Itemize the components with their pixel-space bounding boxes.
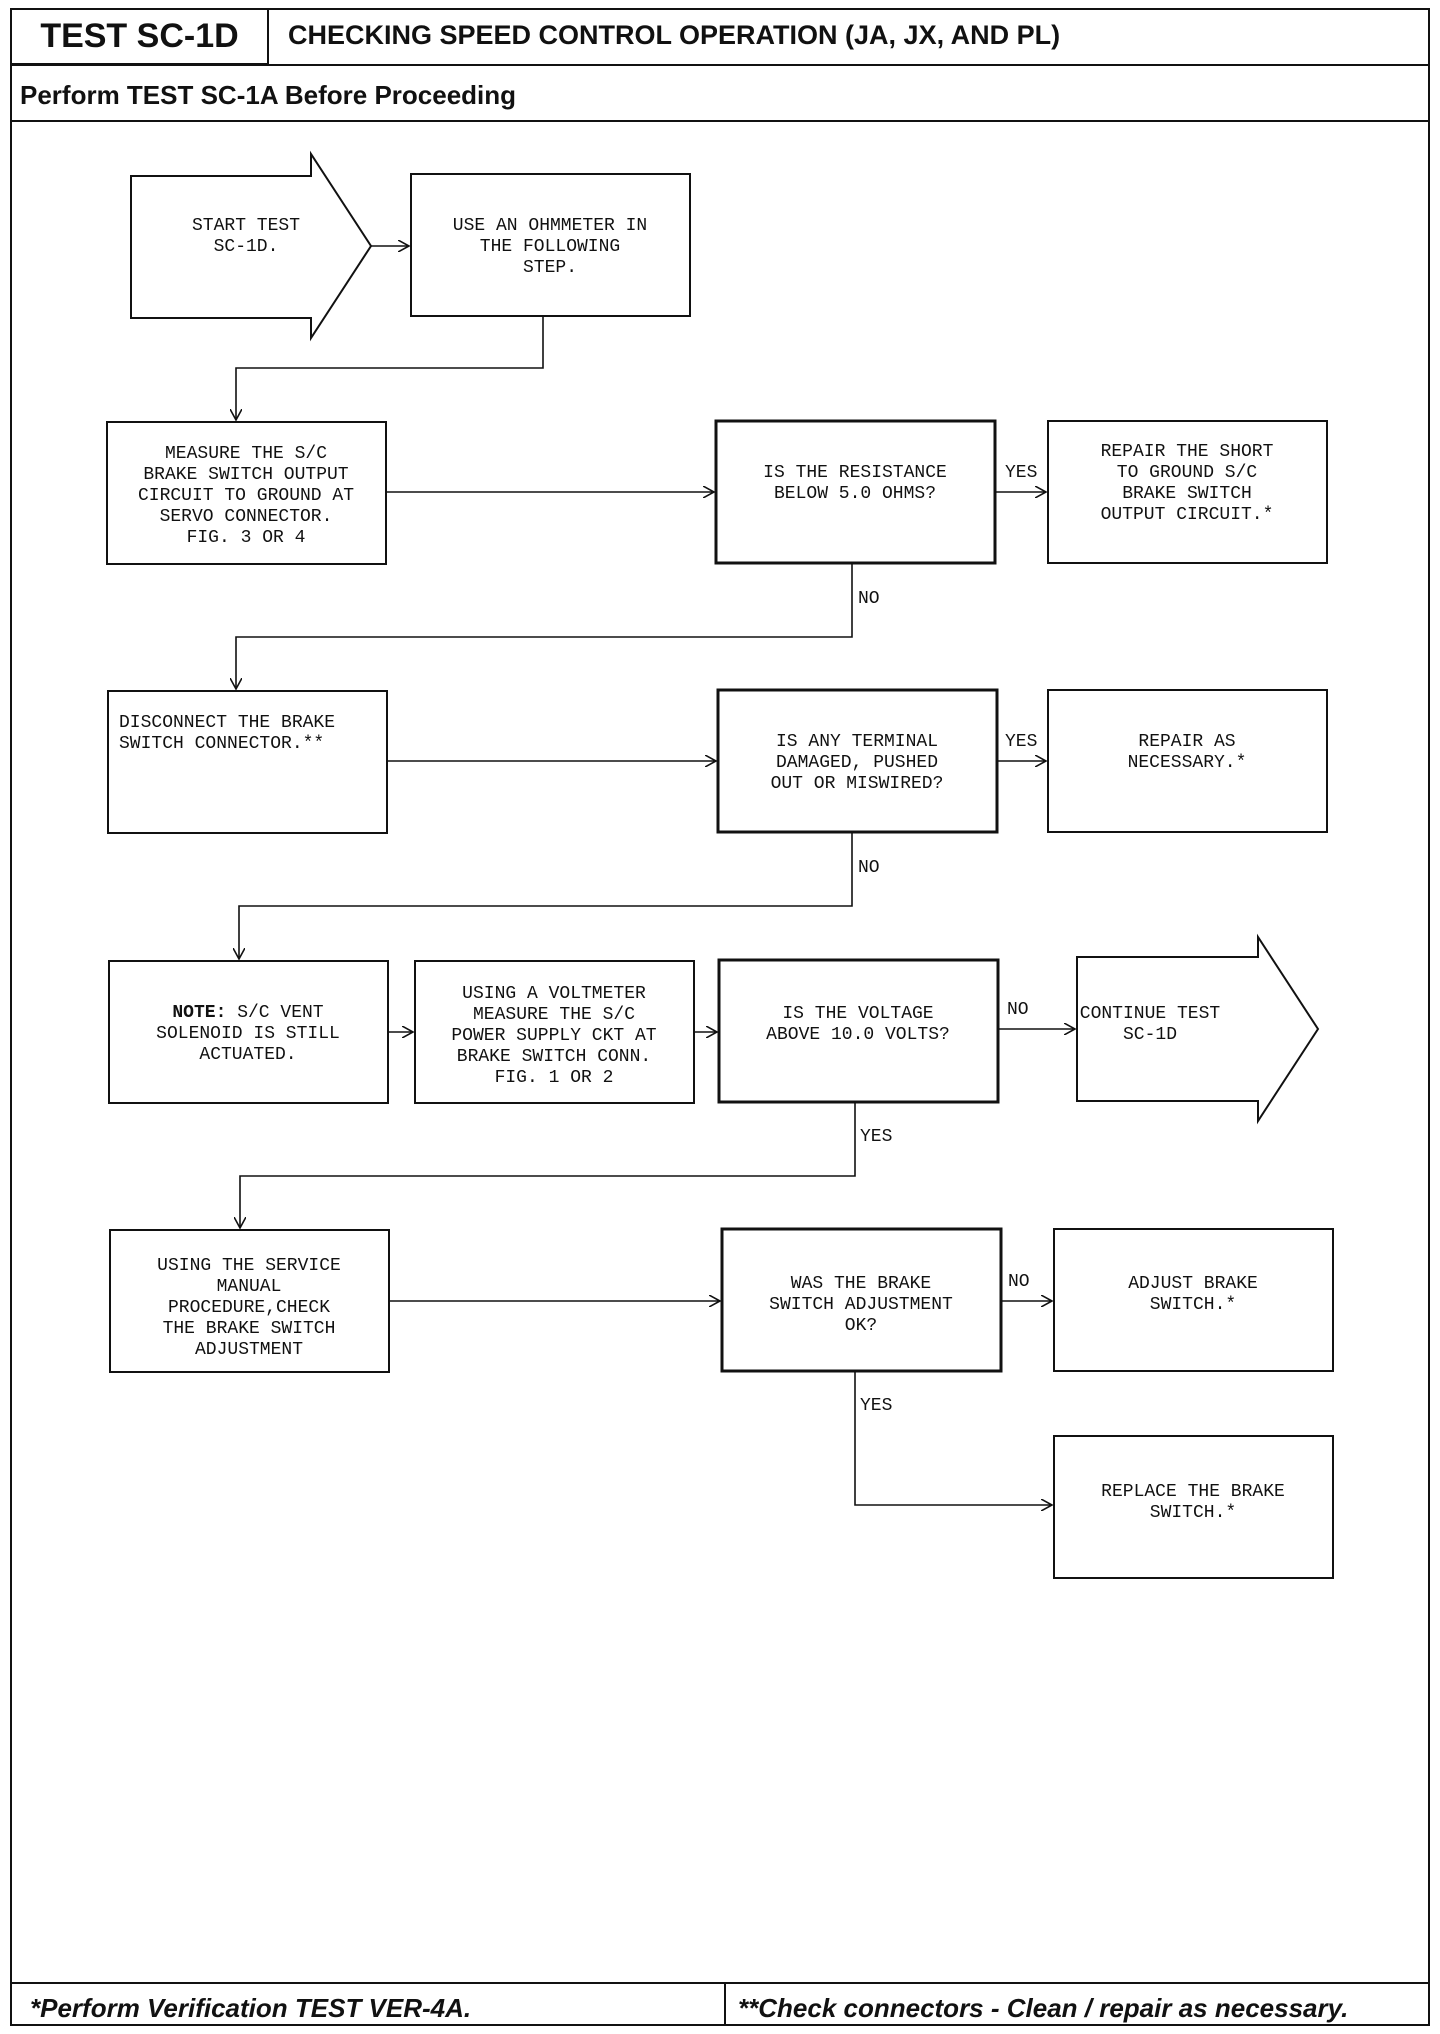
label-yes-adjustment: YES	[860, 1396, 892, 1416]
edge-q-adjustment-yes	[854, 1371, 1052, 1505]
adjust-switch-box	[1053, 1228, 1334, 1372]
use-voltmeter-text-line: USING A VOLTMETER	[462, 984, 646, 1004]
disconnect-box	[107, 690, 388, 834]
note-text-line: NOTE: S/C VENT	[172, 1003, 323, 1023]
service-manual-text-line: PROCEDURE,CHECK	[168, 1298, 330, 1318]
service-manual-text-line: THE BRAKE SWITCH	[163, 1319, 336, 1339]
page-frame	[10, 8, 1430, 2026]
label-yes-terminal: YES	[1005, 732, 1037, 752]
q-adjustment-text-line: WAS THE BRAKE	[791, 1274, 931, 1294]
replace-switch-box	[1053, 1435, 1334, 1579]
q-adjustment-text-line: OK?	[845, 1316, 877, 1336]
label-yes-resistance: YES	[1005, 463, 1037, 483]
test-title: CHECKING SPEED CONTROL OPERATION (JA, JX…	[288, 20, 1061, 50]
note-label: NOTE:	[172, 1003, 226, 1023]
q-resistance-text-line: BELOW 5.0 OHMS?	[774, 484, 936, 504]
q-voltage-box	[717, 958, 1000, 1104]
label-no-terminal: NO	[858, 858, 880, 878]
start-text-line: SC-1D.	[214, 237, 279, 257]
label-no-adjustment: NO	[1008, 1272, 1030, 1292]
start-arrow-shape	[130, 150, 373, 342]
use-ohmmeter-text-line: USE AN OHMMETER IN	[453, 216, 647, 236]
service-manual-text-line: USING THE SERVICE	[157, 1256, 341, 1276]
use-ohmmeter-text-line: STEP.	[523, 258, 577, 278]
repair-short-text-line: BRAKE SWITCH	[1122, 484, 1252, 504]
use-voltmeter-text-line: POWER SUPPLY CKT AT	[451, 1026, 656, 1046]
repair-necessary-text-line: REPAIR AS	[1138, 732, 1235, 752]
label-no-voltage: NO	[1007, 1000, 1029, 1020]
repair-necessary-text-line: NECESSARY.*	[1128, 753, 1247, 773]
adjust-switch-text-line: SWITCH.*	[1150, 1295, 1236, 1315]
repair-necessary-box	[1047, 689, 1328, 833]
use-voltmeter-text-line: BRAKE SWITCH CONN.	[457, 1047, 651, 1067]
continue-arrow-shape	[1076, 933, 1320, 1125]
q-adjustment-text-line: SWITCH ADJUSTMENT	[769, 1295, 953, 1315]
q-terminal-text-line: IS ANY TERMINAL	[776, 732, 938, 752]
disconnect-text-line: SWITCH CONNECTOR.**	[119, 734, 324, 754]
service-manual-text-line: MANUAL	[217, 1277, 282, 1297]
measure-circuit-text-line: CIRCUIT TO GROUND AT	[138, 486, 354, 506]
measure-circuit-text-line: MEASURE THE S/C	[165, 444, 327, 464]
adjust-switch-text-line: ADJUST BRAKE	[1128, 1274, 1258, 1294]
use-ohmmeter-text-line: THE FOLLOWING	[480, 237, 620, 257]
continue-text-line: SC-1D	[1123, 1025, 1177, 1045]
q-voltage-text-line: ABOVE 10.0 VOLTS?	[766, 1025, 950, 1045]
edge-ohmmeter-to-measure	[236, 316, 544, 420]
start-text-line: START TEST	[192, 216, 300, 236]
repair-short-text-line: OUTPUT CIRCUIT.*	[1101, 505, 1274, 525]
prerequisite-note: Perform TEST SC-1A Before Proceeding	[20, 80, 517, 110]
footer-divider	[10, 1982, 1430, 1984]
label-no-resistance: NO	[858, 589, 880, 609]
use-ohmmeter-box	[410, 173, 691, 317]
repair-short-text-line: TO GROUND S/C	[1117, 463, 1258, 483]
q-terminal-text-line: OUT OR MISWIRED?	[771, 774, 944, 794]
note-text-rest: S/C VENT	[226, 1003, 323, 1023]
footer-column-divider	[724, 1982, 726, 2026]
footer-connector-note: **Check connectors - Clean / repair as n…	[738, 1993, 1349, 2023]
label-yes-voltage: YES	[860, 1127, 892, 1147]
repair-short-text-line: REPAIR THE SHORT	[1101, 442, 1274, 462]
measure-circuit-text-line: SERVO CONNECTOR.	[160, 507, 333, 527]
replace-switch-text-line: REPLACE THE BRAKE	[1101, 1482, 1285, 1502]
use-voltmeter-text-line: FIG. 1 OR 2	[495, 1068, 614, 1088]
q-resistance-text-line: IS THE RESISTANCE	[763, 463, 947, 483]
q-adjustment-box	[720, 1227, 1003, 1373]
q-terminal-text-line: DAMAGED, PUSHED	[776, 753, 938, 773]
footer-verification-note: *Perform Verification TEST VER-4A.	[30, 1993, 472, 2023]
replace-switch-text-line: SWITCH.*	[1150, 1503, 1236, 1523]
service-manual-text-line: ADJUSTMENT	[195, 1340, 303, 1360]
edge-q-terminal-no	[239, 832, 853, 959]
measure-circuit-box	[106, 421, 387, 565]
prerequisite-divider	[10, 120, 1430, 122]
continue-text-line: CONTINUE TEST	[1080, 1004, 1221, 1024]
measure-circuit-text-line: FIG. 3 OR 4	[187, 528, 306, 548]
note-text-line: ACTUATED.	[199, 1045, 296, 1065]
use-voltmeter-text-line: MEASURE THE S/C	[473, 1005, 635, 1025]
q-voltage-text-line: IS THE VOLTAGE	[782, 1004, 933, 1024]
edge-q-voltage-yes	[240, 1102, 856, 1228]
disconnect-text-line: DISCONNECT THE BRAKE	[119, 713, 335, 733]
measure-circuit-text-line: BRAKE SWITCH OUTPUT	[143, 465, 348, 485]
header-divider	[10, 64, 1430, 66]
repair-short-box	[1047, 420, 1328, 564]
note-text-line: SOLENOID IS STILL	[156, 1024, 340, 1044]
edge-q-resistance-no	[236, 563, 853, 689]
